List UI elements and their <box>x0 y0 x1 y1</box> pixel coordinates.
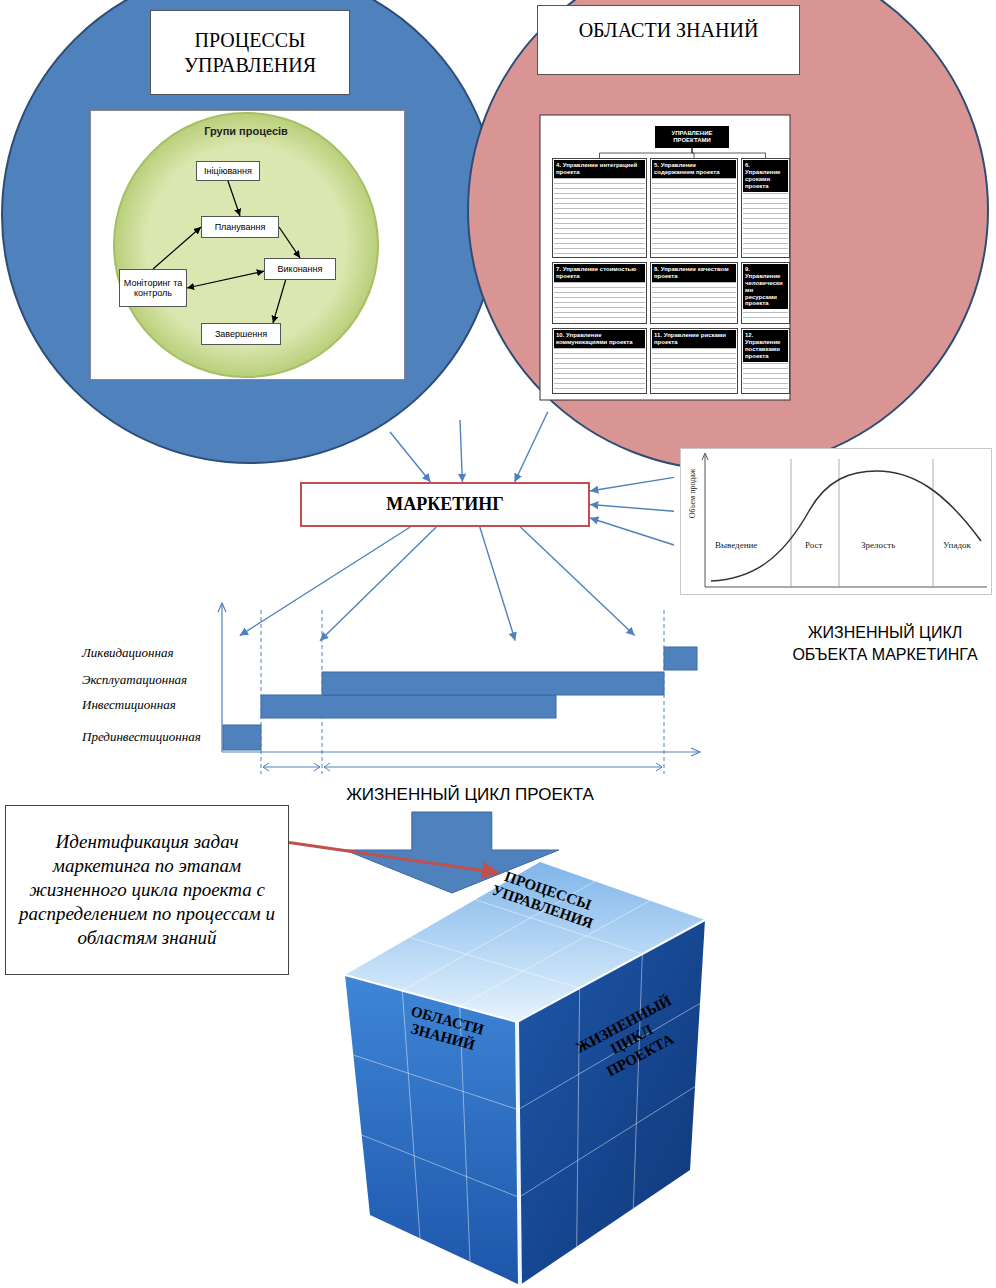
knowledge-area-box: 10. Управление коммуникациями проекта <box>552 328 647 394</box>
project-life-cycle-gantt: ЛиквидационнаяЭксплуатационнаяИнвестицио… <box>78 600 700 778</box>
callout-box: Идентификация задач маркетинга по этапам… <box>5 805 289 975</box>
connector-arrow <box>480 527 515 641</box>
marketing-box-text: МАРКЕТИНГ <box>382 490 508 520</box>
text-holder: Эксплуатационная <box>82 672 222 688</box>
cube-3d-outline <box>345 862 705 1286</box>
process-box: Планування <box>201 216 279 238</box>
product-life-cycle-chart-outline <box>681 449 993 596</box>
knowledge-area-box-text: 7. Управление стоимостью проекта <box>554 264 645 282</box>
product-life-cycle-chart-text: Упадок <box>943 541 988 551</box>
process-box: Моніторинг та контроль <box>119 269 187 307</box>
project-life-cycle-gantt-outline <box>78 600 700 778</box>
product-life-cycle-chart: Объем продажВыведение Рост Зрелость Упадок <box>680 448 992 595</box>
knowledge-area-box-text: 8. Управление качеством проекта <box>652 264 736 282</box>
text-holder: Объем продаж <box>689 458 698 528</box>
process-box: Завершення <box>201 323 281 345</box>
title-box: УПРАВЛЕНИЕ ПРОЕКТАМИ <box>655 126 729 148</box>
knowledge-circle-text: ОБЛАСТИ ЗНАНИЙ <box>537 5 800 75</box>
connector-arrow <box>590 477 674 491</box>
connector-arrow <box>520 527 634 636</box>
process-box-text: Виконання <box>276 263 325 275</box>
caption-label: ЖИЗНЕННЫЙ ЦИКЛ ОБЪЕКТА МАРКЕТИНГА <box>780 622 990 665</box>
text-holder: ПРОЦЕССЫ УПРАВЛЕНИЯ <box>150 10 350 95</box>
process-box-text: Завершення <box>213 328 269 340</box>
process-group-frame-text: Групи процесів <box>186 125 306 138</box>
project-life-cycle-gantt-text: Ликвидационная <box>82 645 222 661</box>
product-life-cycle-chart-text: Зрелость <box>861 541 921 551</box>
callout-box-text: Идентификация задач маркетинга по этапам… <box>6 824 288 957</box>
connector-arrow <box>289 842 500 873</box>
knowledge-area-box-text: 4. Управление интеграцией проекта <box>554 160 645 178</box>
connector-arrow <box>228 181 240 216</box>
caption-label: ЖИЗНЕННЫЙ ЦИКЛ ПРОЕКТА <box>290 784 650 807</box>
project-life-cycle-gantt-text: Эксплуатационная <box>82 672 222 688</box>
process-circle-text: ПРОЦЕССЫ УПРАВЛЕНИЯ <box>150 10 350 95</box>
connector-arrow <box>692 148 766 158</box>
process-box-text: Моніторинг та контроль <box>120 277 186 300</box>
knowledge-area-box: 5. Управление содержанием проекта <box>650 158 738 258</box>
knowledge-area-box-text: 11. Управление рисками проекта <box>652 330 736 348</box>
text-holder: Упадок <box>943 541 988 551</box>
knowledge-area-box-text: 9. Управление человеческими ресурсами пр… <box>743 264 788 309</box>
knowledge-area-box: 4. Управление интеграцией проекта <box>552 158 647 258</box>
knowledge-area-box: 8. Управление качеством проекта <box>650 262 738 324</box>
connector-arrow <box>153 227 201 269</box>
text-holder: Выведение <box>715 541 775 551</box>
text-holder: Прединвестиционная <box>82 729 222 745</box>
connector-arrow <box>692 148 694 158</box>
knowledge-area-box: 7. Управление стоимостью проекта <box>552 262 647 324</box>
connector-arrow <box>240 527 410 636</box>
cube-3d: ПРОЦЕССЫ УПРАВЛЕНИЯОБЛАСТИ ЗНАНИЙЖИЗНЕНН… <box>345 862 705 1286</box>
project-life-cycle-gantt-text: Инвестиционная <box>82 697 222 713</box>
connector-arrow <box>187 271 264 288</box>
knowledge-area-box-text: 5. Управление содержанием проекта <box>652 160 736 178</box>
knowledge-area-box: 6. Управление сроками проекта <box>741 158 790 258</box>
connector-arrow <box>590 505 674 512</box>
text-holder: Зрелость <box>861 541 921 551</box>
marketing-box: МАРКЕТИНГ <box>300 482 590 527</box>
process-circle: ПРОЦЕССЫ УПРАВЛЕНИЯ Групи процесівІніціюв… <box>0 0 500 465</box>
connector-arrow <box>460 420 462 482</box>
knowledge-area-box: 12. Управление поставками проекта <box>741 328 790 394</box>
process-box: Ініціювання <box>196 161 260 181</box>
project-life-cycle-gantt-text: Прединвестиционная <box>82 729 222 745</box>
connector-arrow <box>590 518 674 545</box>
connector-arrow <box>600 148 693 158</box>
knowledge-area-box-text: 12. Управление поставками проекта <box>743 330 788 362</box>
knowledge-area-box-text: 10. Управление коммуникациями проекта <box>554 330 645 348</box>
connector-arrow <box>273 280 286 323</box>
product-life-cycle-chart-text: Рост <box>805 541 835 551</box>
connector-arrow <box>320 527 436 641</box>
connector-arrow <box>515 412 548 482</box>
knowledge-area-box-text: 6. Управление сроками проекта <box>743 160 788 192</box>
text-holder: Рост <box>805 541 835 551</box>
process-group-frame: Групи процесівІніціюванняПлануванняВикон… <box>90 110 405 380</box>
product-life-cycle-chart-text: Объем продаж <box>689 458 698 528</box>
knowledge-area-box: 9. Управление человеческими ресурсами пр… <box>741 262 790 324</box>
knowledge-circle: ОБЛАСТИ ЗНАНИЙ УПРАВЛЕНИЕ ПРОЕКТАМИ 4. Упр… <box>466 0 990 472</box>
product-life-cycle-chart-text: Выведение <box>715 541 775 551</box>
text-holder: ОБЛАСТИ ЗНАНИЙ <box>537 5 800 75</box>
text-holder: Инвестиционная <box>82 697 222 713</box>
text-holder: Групи процесів <box>186 125 306 138</box>
title-box-text: УПРАВЛЕНИЕ ПРОЕКТАМИ <box>656 129 728 145</box>
process-box-text: Планування <box>213 221 268 233</box>
block-arrow <box>345 812 559 893</box>
process-box-text: Ініціювання <box>202 165 254 177</box>
process-box: Виконання <box>264 258 336 280</box>
connector-arrow <box>279 227 300 258</box>
connector-arrow <box>390 432 431 482</box>
text-holder: Ликвидационная <box>82 645 222 661</box>
knowledge-area-box: 11. Управление рисками проекта <box>650 328 738 394</box>
